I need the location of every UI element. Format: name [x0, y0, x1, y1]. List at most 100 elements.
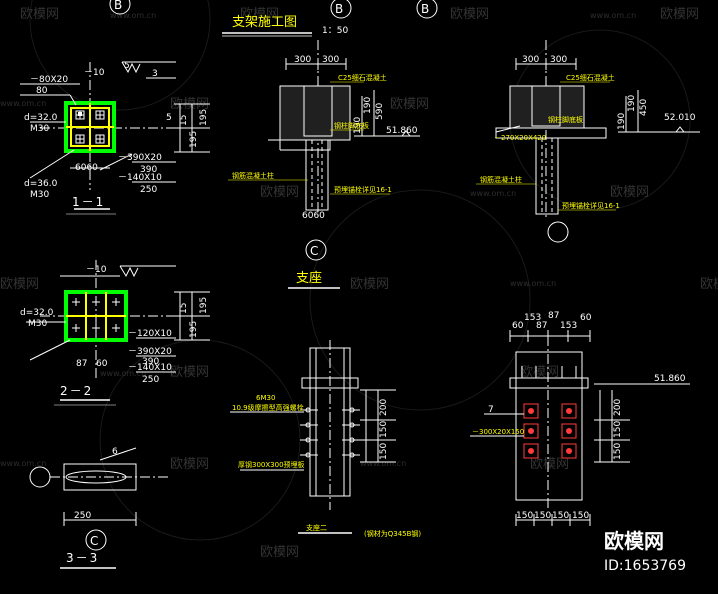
dim-r3: 15 [179, 303, 189, 314]
level-support2: 51.860 [654, 374, 686, 384]
dim-t5: 5 [124, 61, 130, 71]
section-3-3: 6 250 3－3 [50, 447, 170, 569]
dim-250: 250 [74, 511, 91, 521]
main-title: 支架施工图 [232, 15, 297, 30]
support-title: 支座 [296, 271, 322, 286]
axis-bubble-blank [547, 221, 569, 243]
axis-c-2: C [85, 529, 107, 551]
dim-7: 7 [488, 405, 494, 415]
badge-id: ID:1653769 [604, 558, 686, 574]
dim-pl140: －140X10 [118, 173, 162, 183]
watermark-site: www.om.cn [0, 459, 46, 468]
watermark-brand: 欧模网 [240, 7, 279, 22]
axis-b-3: B [109, 0, 131, 15]
dim-390: 390 [140, 165, 157, 175]
note-concrete: C25细石混凝土 [566, 73, 615, 82]
concrete-pedestal [509, 85, 585, 129]
dim-pl390: －390X20 [128, 347, 172, 357]
svg-text:B: B [335, 2, 343, 16]
note-rc-column: 钢筋混凝土柱 [480, 175, 522, 184]
note-base-plate: 钢柱脚底板 [334, 121, 369, 130]
dim-r1: 195 [189, 321, 199, 338]
dim-top-0: 60 [512, 321, 524, 331]
dim-top-2: 87 [536, 321, 547, 331]
watermark-brand: 欧模网 [170, 365, 209, 380]
section-2-2: －10 d=32.0 M30 －120X10 －390X20 390 －140X… [20, 260, 210, 406]
dim-bolt: d=32.0 [20, 308, 54, 318]
dim-300b: 300 [550, 55, 567, 65]
watermark-site: www.om.cn [0, 99, 46, 108]
svg-text:B: B [421, 2, 429, 16]
axis-b-1: B [330, 0, 352, 19]
svg-text:C: C [90, 534, 98, 548]
support1-caption: 支座二 [306, 523, 327, 532]
note-anchor: 预埋锚栓详见16-1 [562, 201, 620, 210]
dim-87: 87 [76, 359, 87, 369]
badge-brand: 欧模网 [604, 529, 664, 553]
elevation-b1: 300 300 190 190 590 51.860 6060 C25细石混凝土… [228, 40, 420, 221]
dim-300b: 300 [322, 55, 339, 65]
dim-6060: 6060 [302, 211, 325, 221]
watermark-brand: 欧模网 [390, 97, 429, 112]
watermark-brand: 欧模网 [450, 7, 489, 22]
axis-c-1: C [305, 239, 327, 261]
dim-pl140: －140X10 [128, 363, 172, 373]
note-bolt-count: 6M30 [256, 394, 275, 402]
dim-thk: －10 [84, 68, 105, 78]
dim-top-1: 153 [524, 313, 541, 323]
section-2-2-label: 2－2 [60, 384, 93, 398]
watermark-brand: 欧模网 [660, 7, 699, 22]
dim-bolt1-m: M30 [30, 124, 49, 134]
section-3-3-label: 3－3 [66, 551, 99, 565]
dim-6060: 6060 [75, 163, 98, 173]
dim-6: 6 [112, 447, 118, 457]
watermark-brand: 欧模网 [610, 185, 649, 200]
dim-bolt-m: M30 [28, 319, 47, 329]
concrete-pedestal [279, 85, 351, 141]
section-1-1-label: 1－1 [72, 195, 105, 209]
dim-pl120: －120X10 [128, 329, 172, 339]
dim-v150b: 150 [613, 443, 623, 460]
dim-v200: 200 [613, 399, 623, 416]
elevation-b2: 300 300 190 190 450 52.010 －270X20X420 C… [476, 40, 700, 220]
watermark-brand: 欧模网 [0, 277, 39, 292]
section-1-1: －80X20 80 －10 5 3 d=32.0 M30 d=36.0 M30 … [20, 61, 210, 215]
dim-v1: 190 [363, 97, 373, 114]
note-rc-column: 钢筋混凝土柱 [232, 171, 274, 180]
brand-badge: 欧模网 ID:1653769 [604, 529, 686, 574]
dim-bolt1: d=32.0 [24, 113, 58, 123]
support-detail-2: 60 153 87 153 60 87 51.860 7 －300X20X150… [470, 311, 690, 526]
support1-note: (钢材为Q345B钢) [364, 529, 421, 538]
dim-bottom-1: 150 [534, 511, 551, 521]
level-elev-b1: 51.860 [386, 126, 418, 136]
watermark-site: www.om.cn [360, 459, 406, 468]
dim-top-4: 60 [580, 313, 592, 323]
note-hs-bolt: 10.9级摩擦型高强螺栓 [232, 403, 304, 412]
dim-v150a: 150 [379, 421, 389, 438]
dim-bottom-0: 150 [516, 511, 533, 521]
axis-b-2: B [416, 0, 438, 19]
dim-plate-w: 80 [36, 86, 48, 96]
dim-v3: 590 [375, 103, 385, 120]
dim-v2: 190 [617, 113, 627, 130]
dim-thk: －10 [86, 265, 107, 275]
watermark-brand: 欧模网 [350, 277, 389, 292]
dim-bottom-3: 150 [572, 511, 589, 521]
dim-top-3: 153 [560, 321, 577, 331]
svg-text:C: C [310, 244, 318, 258]
dim-250: 250 [140, 185, 157, 195]
watermark-brand: 欧模网 [700, 277, 718, 292]
dim-bolt2: d=36.0 [24, 179, 58, 189]
dim-60: 60 [96, 359, 108, 369]
watermark-brand: 欧模网 [20, 7, 59, 22]
watermark-site: www.om.cn [100, 369, 146, 378]
dim-r4: 5 [166, 113, 172, 123]
dim-v1: 190 [627, 95, 637, 112]
note-embed-plate: 厚钢300X300预埋板 [238, 460, 305, 469]
dim-300a: 300 [522, 55, 539, 65]
dim-v200: 200 [379, 399, 389, 416]
main-scale: 1：50 [322, 26, 348, 36]
dim-300a: 300 [294, 55, 311, 65]
bolt-row [300, 407, 360, 458]
dim-pl390: －390X20 [118, 153, 162, 163]
